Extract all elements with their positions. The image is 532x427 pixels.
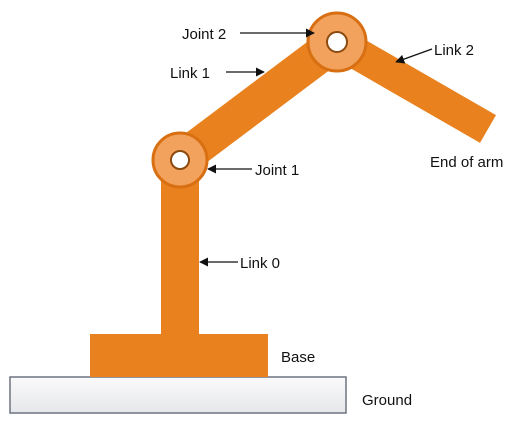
- link-0-label: Link 0: [240, 255, 280, 272]
- base-block: [90, 334, 268, 377]
- link-2-label: Link 2: [434, 42, 474, 59]
- link-1-bar: [169, 27, 348, 175]
- ground-label: Ground: [362, 392, 412, 409]
- base-label: Base: [281, 349, 315, 366]
- link-2-leader: [395, 48, 433, 64]
- joint-2-label: Joint 2: [182, 26, 226, 43]
- end-of-arm-label: End of arm: [430, 154, 503, 171]
- joint-2-pin: [326, 31, 348, 53]
- link-1-label: Link 1: [170, 65, 210, 82]
- joint-1-label: Joint 1: [255, 162, 299, 179]
- ground-slab: [9, 376, 347, 414]
- link-0-column: [161, 160, 199, 336]
- joint-1-pin: [170, 150, 190, 170]
